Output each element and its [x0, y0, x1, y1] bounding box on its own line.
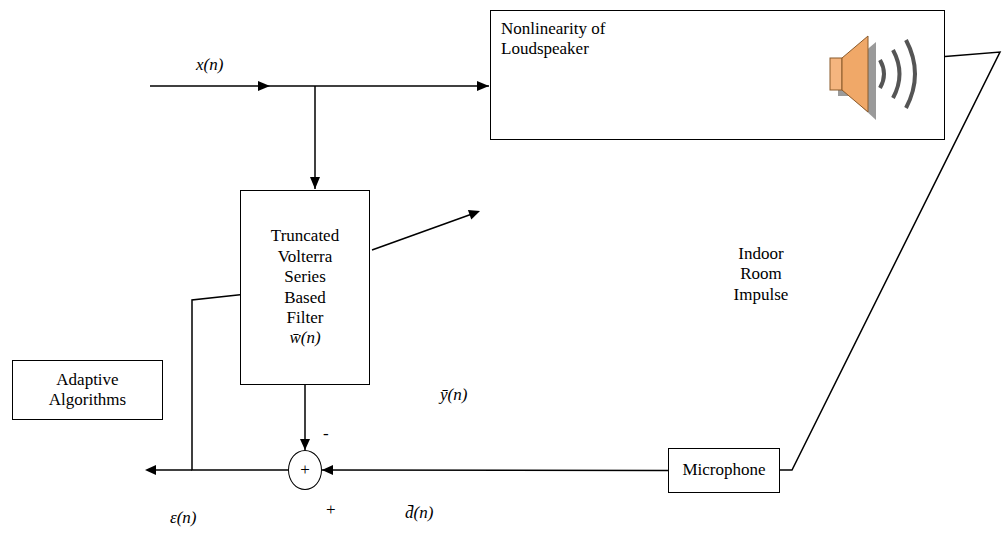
- connector-line: [780, 52, 1000, 470]
- filter-box: Truncated Volterra Series Based Filterw̄…: [240, 190, 370, 385]
- signal-name: ȳ(n): [440, 385, 467, 405]
- arrow-head: [300, 439, 310, 450]
- signal-name: ε(n): [170, 508, 197, 528]
- room-label: Indoor Room Impulse: [716, 244, 806, 305]
- arrow-head: [145, 465, 156, 475]
- microphone-box: Microphone: [668, 448, 780, 493]
- connector: [780, 52, 1000, 470]
- arrow-head: [468, 210, 480, 219]
- loudspeaker-box: Nonlinearity of Loudspeaker: [490, 10, 945, 140]
- adaptation-arrow: [372, 214, 472, 250]
- sign-label: +: [326, 500, 336, 520]
- connector: [300, 385, 310, 450]
- algorithm-box: Adaptive Algorithms: [12, 360, 163, 420]
- node-text: Truncated Volterra Series Based Filter: [265, 226, 345, 328]
- connector: [322, 465, 668, 475]
- error-wire: [152, 469, 192, 471]
- summing-junction: +: [288, 450, 322, 490]
- arrow-head: [322, 465, 333, 475]
- branch-wire: [314, 86, 316, 189]
- node-text: +: [300, 460, 310, 480]
- sign-label: -: [323, 424, 329, 444]
- connector-line: [322, 469, 668, 471]
- node-text: Microphone: [682, 460, 765, 480]
- node-text: w̄(n): [289, 328, 320, 348]
- arrow-head: [477, 81, 489, 91]
- node-text: Nonlinearity of Loudspeaker: [501, 19, 661, 60]
- node-text: Adaptive Algorithms: [38, 370, 138, 411]
- signal-name: x(n): [196, 55, 223, 75]
- signal-name: d̄(n): [405, 503, 433, 523]
- input-wire: [150, 85, 489, 87]
- loudspeaker-icon: [830, 36, 915, 120]
- arrow-head: [310, 177, 320, 189]
- arrow-head: [258, 81, 270, 91]
